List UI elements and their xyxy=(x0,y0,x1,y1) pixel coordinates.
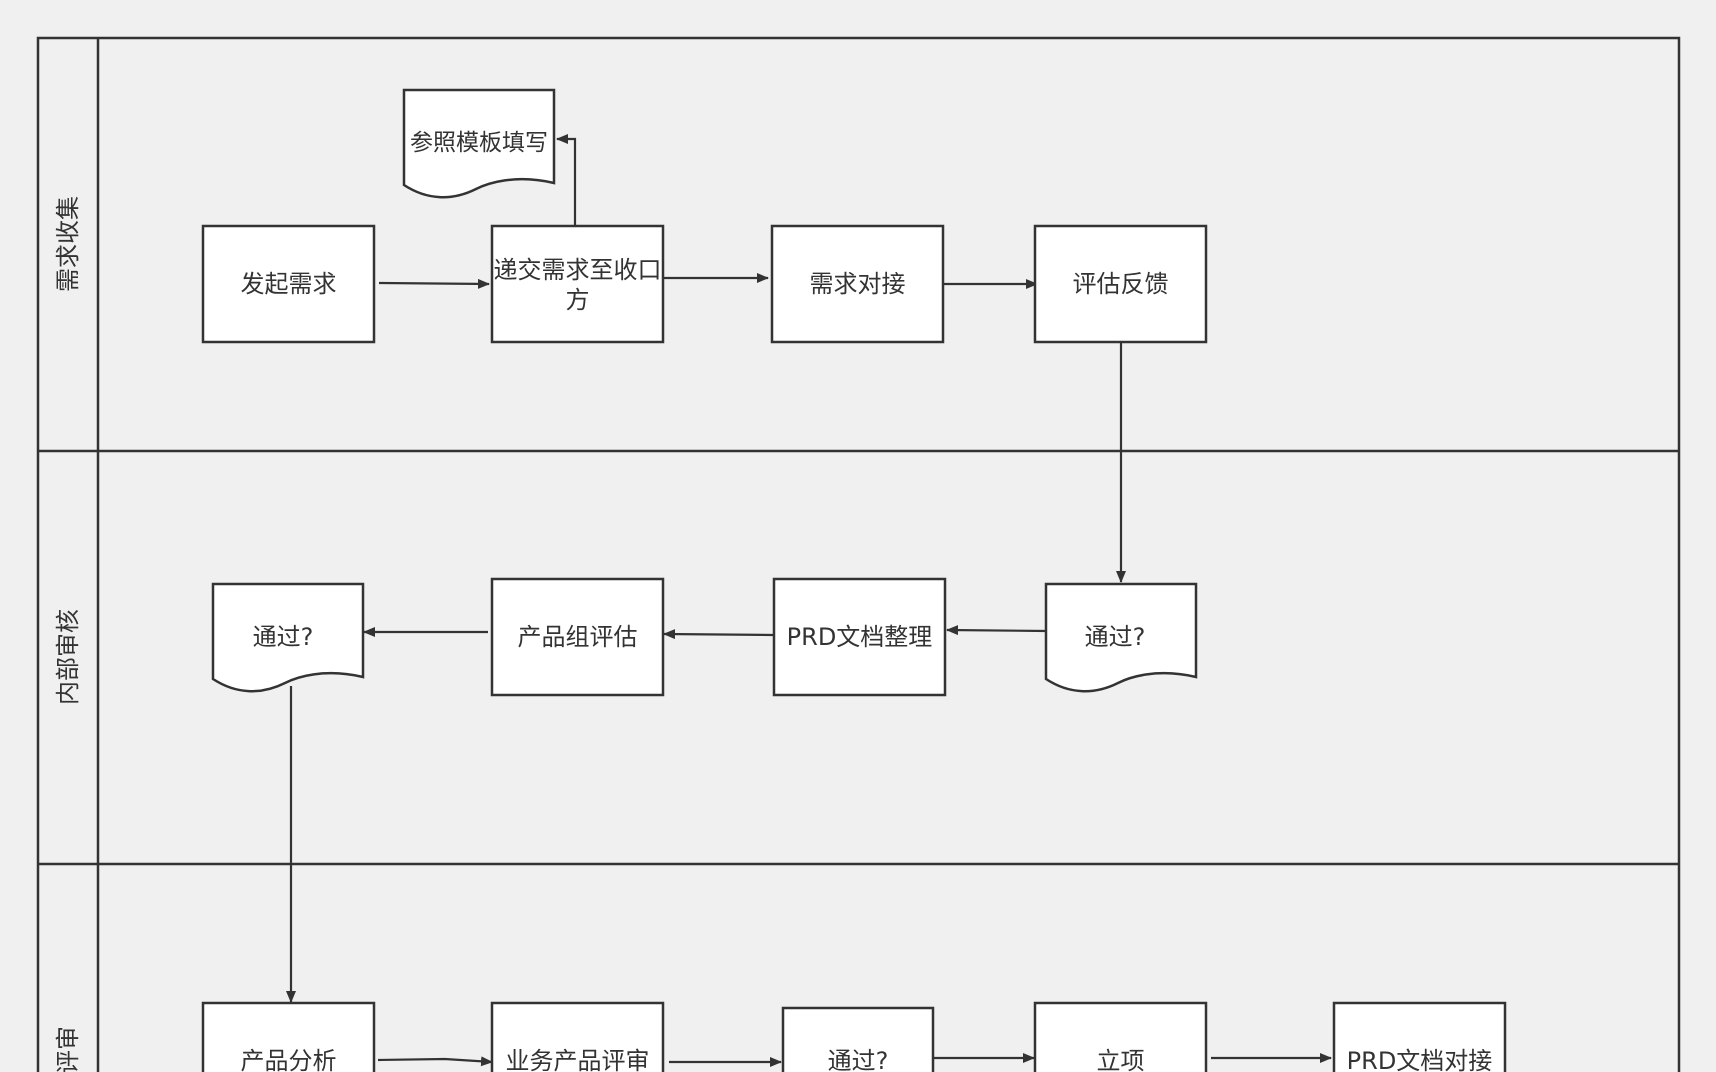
lane-header-review: 评审 xyxy=(54,1026,82,1072)
node-label: 通过? xyxy=(253,623,314,651)
process-box-prd-organize: PRD文档整理 xyxy=(772,577,947,697)
arrow-n1-n2 xyxy=(378,278,490,289)
node-label: 评估反馈 xyxy=(1073,270,1169,298)
node-label: 立项 xyxy=(1097,1047,1145,1072)
document-shape-template: 参照模板填写 xyxy=(402,88,556,199)
document-shape-pass-2: 通过? xyxy=(211,582,365,693)
connectors xyxy=(286,134,1332,1067)
process-box-business-product-review: 业务产品评审 xyxy=(490,1001,665,1072)
process-box-requirement-docking: 需求对接 xyxy=(770,224,945,344)
lane-label: 内部审核 xyxy=(54,609,82,705)
node-label: PRD文档整理 xyxy=(787,623,933,651)
arrow-pass1-n5 xyxy=(946,625,1047,636)
process-box-start-request: 发起需求 xyxy=(201,224,376,344)
node-label: PRD文档对接 xyxy=(1347,1047,1493,1072)
lane-header-requirements: 需求收集 xyxy=(54,196,82,292)
node-label: 通过? xyxy=(828,1047,889,1072)
node-label: 产品组评估 xyxy=(518,623,638,651)
node-label: 发起需求 xyxy=(241,270,337,298)
arrow-n5-n6 xyxy=(663,629,774,640)
process-box-submit-request: 递交需求至收口 方 xyxy=(490,224,665,344)
process-box-project-approval: 立项 xyxy=(1033,1001,1208,1072)
document-shape-pass-1: 通过? xyxy=(1044,582,1198,693)
node-label: 参照模板填写 xyxy=(410,130,548,156)
process-box-product-analysis: 产品分析 xyxy=(201,1001,376,1072)
node-label: 需求对接 xyxy=(810,270,906,298)
process-box-prd-docking: PRD文档对接 xyxy=(1332,1001,1507,1072)
node-label: 方 xyxy=(566,286,590,314)
arrow-n2-template xyxy=(556,134,577,225)
node-label: 通过? xyxy=(1085,623,1146,651)
process-box-evaluation-feedback: 评估反馈 xyxy=(1033,224,1208,344)
swimlane-frame xyxy=(36,36,1681,1072)
lane-label: 需求收集 xyxy=(54,196,82,292)
process-box-pass-3: 通过? xyxy=(781,1006,935,1072)
process-box-product-group-eval: 产品组评估 xyxy=(490,577,665,697)
node-label: 递交需求至收口 xyxy=(494,256,662,284)
node-label: 业务产品评审 xyxy=(506,1047,650,1072)
node-label: 产品分析 xyxy=(241,1047,337,1072)
lane-header-internal-review: 内部审核 xyxy=(54,609,82,705)
arrow-n7-n8 xyxy=(377,1056,493,1067)
lane-label: 评审 xyxy=(54,1026,82,1072)
